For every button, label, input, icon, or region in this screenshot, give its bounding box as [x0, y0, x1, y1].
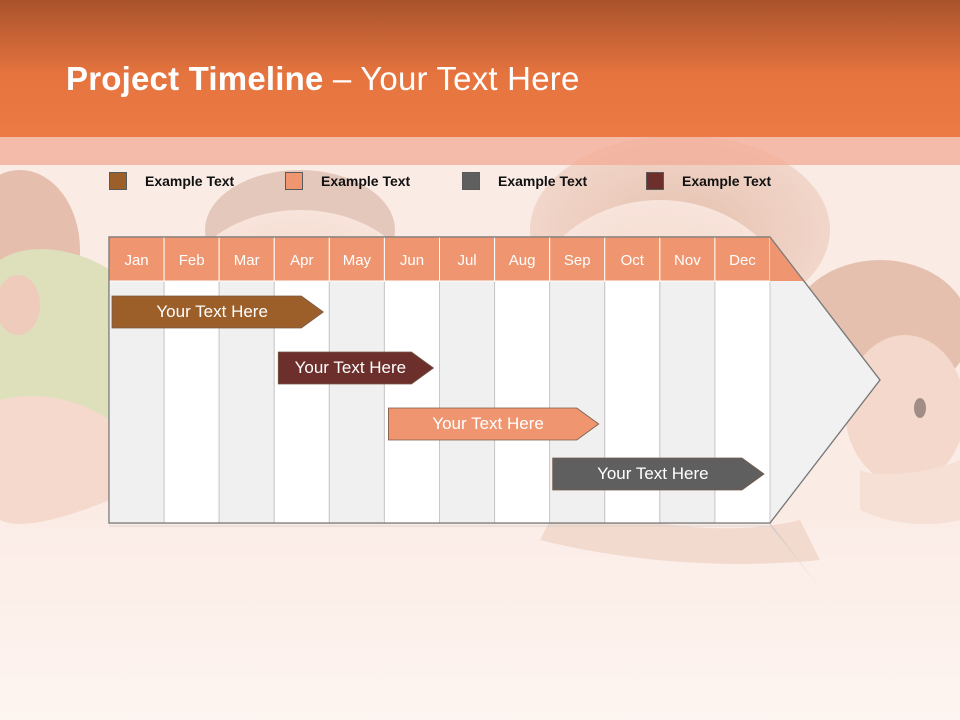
task-bar — [277, 351, 435, 385]
month-column — [494, 280, 551, 524]
month-label: Dec — [729, 252, 756, 269]
month-header-cell — [273, 236, 330, 282]
month-column — [439, 280, 496, 524]
month-header-cell — [439, 236, 496, 282]
month-column — [328, 280, 385, 524]
month-column — [383, 280, 440, 524]
month-label: Apr — [290, 252, 313, 269]
month-label: Oct — [621, 252, 645, 269]
month-label: Jan — [124, 252, 148, 269]
month-label: Jun — [400, 252, 424, 269]
month-label: May — [343, 252, 372, 269]
legend-swatch — [462, 172, 480, 190]
month-header-cell — [328, 236, 385, 282]
month-header-cell — [604, 236, 661, 282]
month-label: Mar — [234, 252, 260, 269]
task-bar-label: Your Text Here — [294, 358, 407, 377]
task-bar — [111, 295, 325, 329]
task-bar — [552, 457, 765, 491]
legend-label: Example Text — [498, 173, 588, 189]
task-bar-label: Your Text Here — [156, 302, 268, 321]
page-title: Project Timeline – Your Text Here — [66, 60, 580, 98]
legend-item: Example Text — [285, 170, 410, 192]
legend-label: Example Text — [145, 173, 235, 189]
legend-swatch — [109, 172, 127, 190]
title-rest: – Your Text Here — [323, 60, 580, 97]
task-bar — [388, 407, 600, 441]
task-bar-label: Your Text Here — [432, 414, 544, 433]
header-band — [0, 0, 960, 137]
legend-item: Example Text — [462, 170, 587, 192]
legend-item: Example Text — [109, 170, 234, 192]
month-header-cell — [218, 236, 275, 282]
header-sub-band — [0, 137, 960, 165]
month-header-cell — [108, 236, 165, 282]
legend-item: Example Text — [646, 170, 771, 192]
month-label: Sep — [564, 252, 591, 269]
month-header-cell — [714, 236, 771, 282]
month-header-cell — [383, 236, 440, 282]
legend-swatch — [646, 172, 664, 190]
month-label: Nov — [674, 252, 701, 269]
legend-label: Example Text — [321, 173, 411, 189]
month-header-cell — [163, 236, 220, 282]
legend-swatch — [285, 172, 303, 190]
legend-label: Example Text — [682, 173, 772, 189]
month-label: Feb — [179, 252, 205, 269]
reflection-line — [769, 523, 846, 621]
timeline-arrow-outline — [108, 236, 881, 524]
month-label: Aug — [509, 252, 536, 269]
month-label: Jul — [457, 252, 476, 269]
task-bar-label: Your Text Here — [597, 464, 709, 483]
title-bold: Project Timeline — [66, 60, 324, 97]
month-header-cell — [494, 236, 551, 282]
